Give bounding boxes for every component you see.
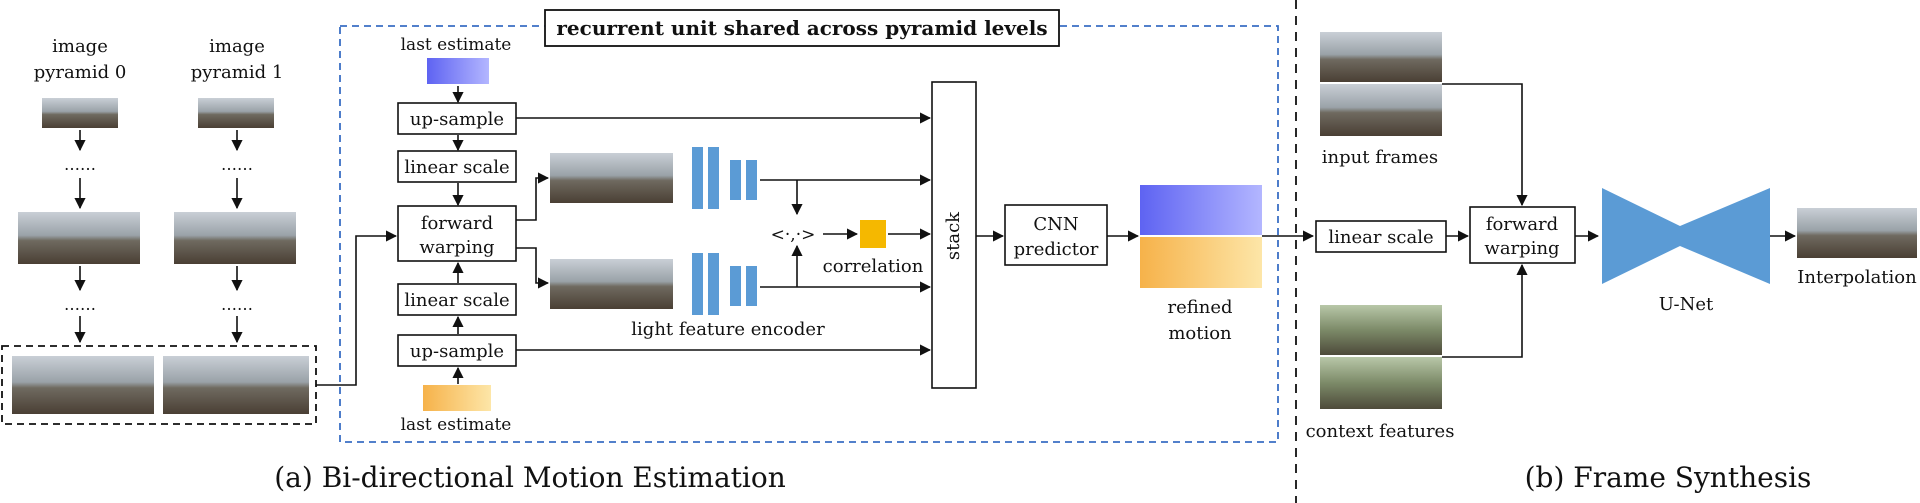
context-features-label: context features (1306, 421, 1455, 442)
pyramid-0-dots-top: …… (64, 155, 96, 174)
correlation-operator: <·,·> (771, 225, 816, 245)
pyramid-1-dots-top: …… (221, 155, 253, 174)
input-frame-0 (1320, 32, 1442, 82)
linear-scale-top-box (397, 150, 517, 183)
pyramid-0-dots-bottom: …… (64, 295, 96, 314)
recurrent-unit-title: recurrent unit shared across pyramid lev… (556, 16, 1047, 40)
upsample-top-label: up-sample (410, 109, 504, 130)
unet-label: U-Net (1659, 294, 1714, 315)
pyramid-1-dots-bottom: …… (221, 295, 253, 314)
last-estimate-top-label: last estimate (401, 35, 512, 55)
forward-warping-label-line1: forward (421, 213, 493, 234)
context-feature-0 (1320, 305, 1442, 355)
last-estimate-top-flow (427, 58, 489, 84)
context-feature-1 (1320, 357, 1442, 409)
pyramid-0-small-image (42, 98, 118, 128)
synthesis-forward-warping-line2: warping (1484, 238, 1559, 259)
cnn-predictor-line1: CNN (1033, 214, 1078, 235)
pyramid-1-label-line2: pyramid 1 (191, 62, 284, 83)
cnn-predictor-line2: predictor (1014, 239, 1099, 260)
interpolation-label: Interpolation (1797, 267, 1917, 288)
upsample-top-box (397, 102, 517, 135)
pyramid-0-label-line2: pyramid 0 (34, 62, 127, 83)
feature-encoder-top (692, 147, 757, 209)
correlation-volume (860, 220, 886, 248)
input-frames-label: input frames (1322, 147, 1438, 168)
pyramid-1-large-image (163, 356, 309, 414)
linear-scale-top-label: linear scale (404, 157, 509, 178)
feature-encoder-bottom (692, 253, 757, 315)
pyramid-1-label-line1: image (209, 36, 265, 57)
linear-scale-bottom-box (397, 283, 517, 316)
refined-motion-label-line1: refined (1167, 297, 1232, 318)
recurrent-unit-title-box (544, 9, 1060, 47)
correlation-label: correlation (823, 256, 924, 277)
pyramid-0-label-line1: image (52, 36, 108, 57)
refined-motion-label-line2: motion (1168, 323, 1232, 344)
last-estimate-bottom-flow (423, 385, 491, 411)
forward-warping-box (397, 205, 517, 262)
pyramid-0-label: image pyramid 0 (34, 36, 127, 83)
caption-a: (a) Bi-directional Motion Estimation (274, 461, 785, 494)
caption-b: (b) Frame Synthesis (1525, 461, 1812, 494)
refined-motion-backward (1140, 237, 1262, 288)
input-frame-1 (1320, 84, 1442, 136)
last-estimate-bottom-label: last estimate (401, 415, 512, 435)
refined-motion-forward (1140, 185, 1262, 235)
feature-encoder-label: light feature encoder (631, 319, 825, 340)
pyramid-1-medium-image (174, 212, 296, 264)
upsample-bottom-label: up-sample (410, 341, 504, 362)
cnn-predictor-box (1004, 204, 1108, 266)
stack-label: stack (943, 211, 964, 260)
pyramid-1-label: image pyramid 1 (191, 36, 284, 83)
synthesis-forward-warping-line1: forward (1486, 214, 1558, 235)
pyramid-1-small-image (198, 98, 274, 128)
pyramid-0-medium-image (18, 212, 140, 264)
forward-warping-label-line2: warping (419, 237, 494, 258)
interpolation-output-image (1797, 208, 1917, 258)
stack-box (931, 81, 977, 389)
warped-image-top (550, 153, 673, 203)
synthesis-linear-scale-label: linear scale (1328, 227, 1433, 248)
warped-image-bottom (550, 259, 673, 309)
synthesis-forward-warping-box (1469, 206, 1576, 264)
pyramid-0-large-image (12, 356, 154, 414)
linear-scale-bottom-label: linear scale (404, 290, 509, 311)
upsample-bottom-box (397, 334, 517, 367)
synthesis-linear-scale-box (1315, 220, 1447, 253)
